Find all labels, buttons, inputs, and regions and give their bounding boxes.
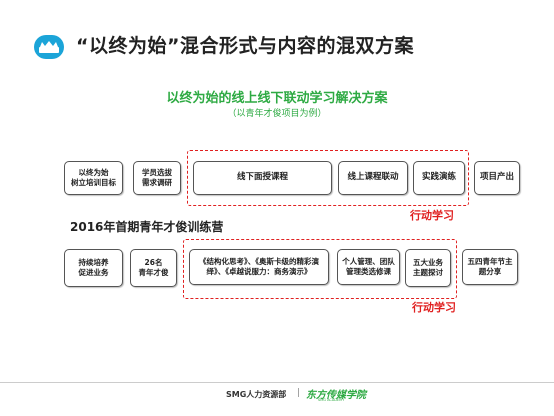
solution-title: 以终为始的线上线下联动学习解决方案 [166,91,388,106]
row2-box-courses: 《结构化思考》、《奥斯卡级的精彩演绎》、《卓越说服力：商务演示》 [189,249,329,285]
solution-note: （以青年才俊项目为例） [227,109,327,119]
row1-box-output: 项目产出 [474,161,520,195]
row2-box-topics: 五大业务 主题探讨 [405,249,451,287]
row2-box-electives: 个人管理、团队管理类选修课 [337,249,400,285]
row1-box-goal: 以终为始 树立培训目标 [64,161,123,195]
action-learning-frame-row1 [187,150,469,206]
row1-box-selection: 学员选拔 需求调研 [133,161,181,195]
crown-book-icon [34,35,64,59]
action-learning-label-row1: 行动学习 [410,209,454,222]
camp-title: 2016年首期青年才俊训练营 [70,220,224,234]
footer-department: SMG人力资源部 [226,390,287,399]
footer-logo: 东方传媒学院 [306,390,366,401]
action-learning-label-row2: 行动学习 [412,301,456,314]
row2-box-youth-day: 五四青年节主题分享 [462,249,518,285]
row2-box-talents: 26名 青年才俊 [130,249,177,287]
action-learning-frame-row2 [183,239,457,299]
footer-separator: | [297,388,301,398]
row1-box-online-course: 线上课程联动 [338,161,408,195]
footer-divider [0,382,554,383]
footer-logo-subtext: SMG ACADEMY [318,398,345,402]
row1-box-offline-course: 线下面授课程 [193,161,332,195]
slide-title: “以终为始”混合形式与内容的混双方案 [76,35,414,57]
row2-box-business: 持续培养 促进业务 [64,249,123,287]
row1-box-practice: 实践演练 [413,161,465,195]
